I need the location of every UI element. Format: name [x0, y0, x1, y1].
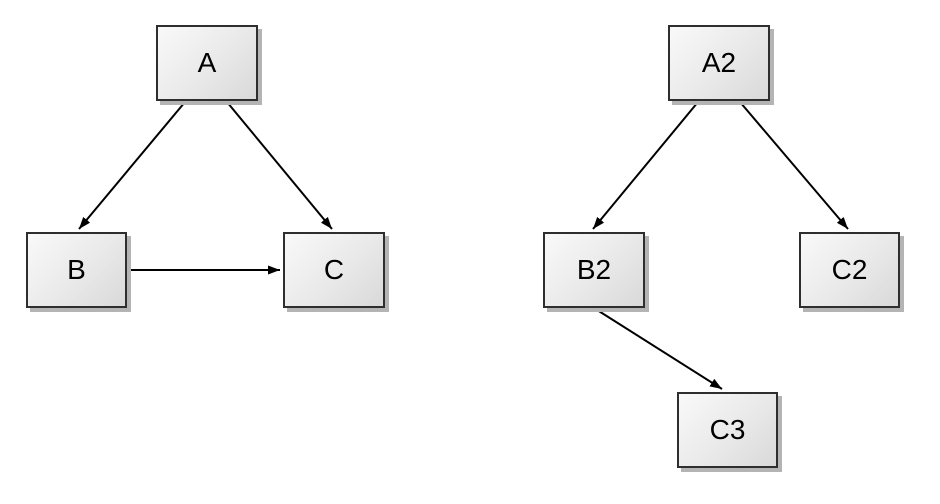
node-B2: B2: [543, 232, 645, 308]
node-C: C: [283, 232, 385, 308]
node-C2: C2: [799, 232, 900, 308]
edge-A2-B2: [592, 101, 699, 230]
edge-B2-C3: [593, 307, 723, 390]
edge-A-B: [78, 101, 186, 230]
node-label-B2: B2: [576, 254, 612, 285]
node-label-A2: A2: [701, 47, 737, 78]
node-C3: C3: [677, 392, 778, 468]
node-label-A: A: [197, 47, 217, 78]
node-A: A: [156, 25, 258, 101]
node-label-C3: C3: [709, 414, 746, 445]
node-label-B: B: [67, 254, 86, 285]
node-label-C: C: [323, 254, 345, 285]
node-label-C2: C2: [831, 254, 868, 285]
edge-A-C: [226, 101, 333, 230]
node-A2: A2: [668, 25, 770, 101]
edge-A2-C2: [739, 101, 849, 230]
node-B: B: [26, 232, 127, 308]
